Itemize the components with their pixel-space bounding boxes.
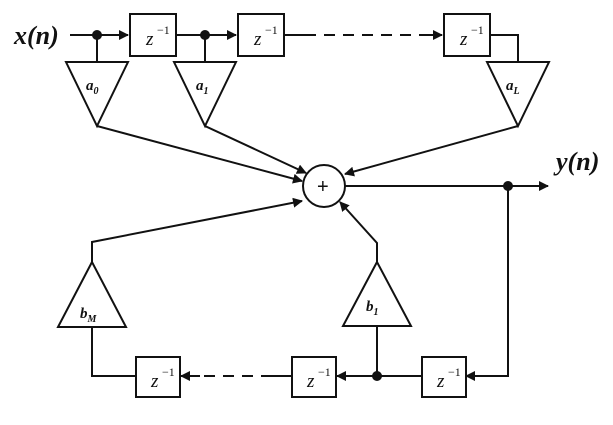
gain-b1: b1 (341, 259, 413, 327)
svg-text:aL: aL (506, 78, 520, 97)
delay-block-top-3: z −1 (443, 13, 491, 57)
svg-text:−1: −1 (157, 23, 170, 37)
svg-text:z: z (150, 371, 159, 392)
svg-text:a0: a0 (86, 78, 99, 97)
svg-text:z: z (459, 29, 468, 50)
gain-aL: aL (485, 61, 551, 129)
svg-text:bM: bM (80, 306, 98, 325)
svg-text:b1: b1 (366, 299, 379, 318)
gain-bM: bM (56, 259, 128, 328)
delay-block-bottom-3: z −1 (135, 356, 181, 398)
input-signal-label: x(n) (13, 21, 59, 50)
gain-a0: a0 (64, 61, 130, 129)
svg-text:−1: −1 (318, 365, 331, 379)
svg-text:z: z (145, 29, 154, 50)
delay-block-bottom-1: z −1 (421, 356, 467, 398)
delay-block-top-2: z −1 (237, 13, 285, 57)
svg-text:a1: a1 (196, 78, 209, 97)
svg-text:−1: −1 (162, 365, 175, 379)
svg-text:z: z (306, 371, 315, 392)
svg-text:−1: −1 (471, 23, 484, 37)
output-signal-label: y(n) (553, 147, 599, 176)
svg-text:+: + (317, 176, 329, 198)
delay-block-top-1: z −1 (129, 13, 177, 57)
delay-block-bottom-2: z −1 (291, 356, 337, 398)
svg-text:−1: −1 (448, 365, 461, 379)
adder: + (302, 164, 346, 208)
svg-text:z: z (253, 29, 262, 50)
gain-a1: a1 (172, 61, 238, 129)
svg-text:z: z (436, 371, 445, 392)
svg-text:−1: −1 (265, 23, 278, 37)
